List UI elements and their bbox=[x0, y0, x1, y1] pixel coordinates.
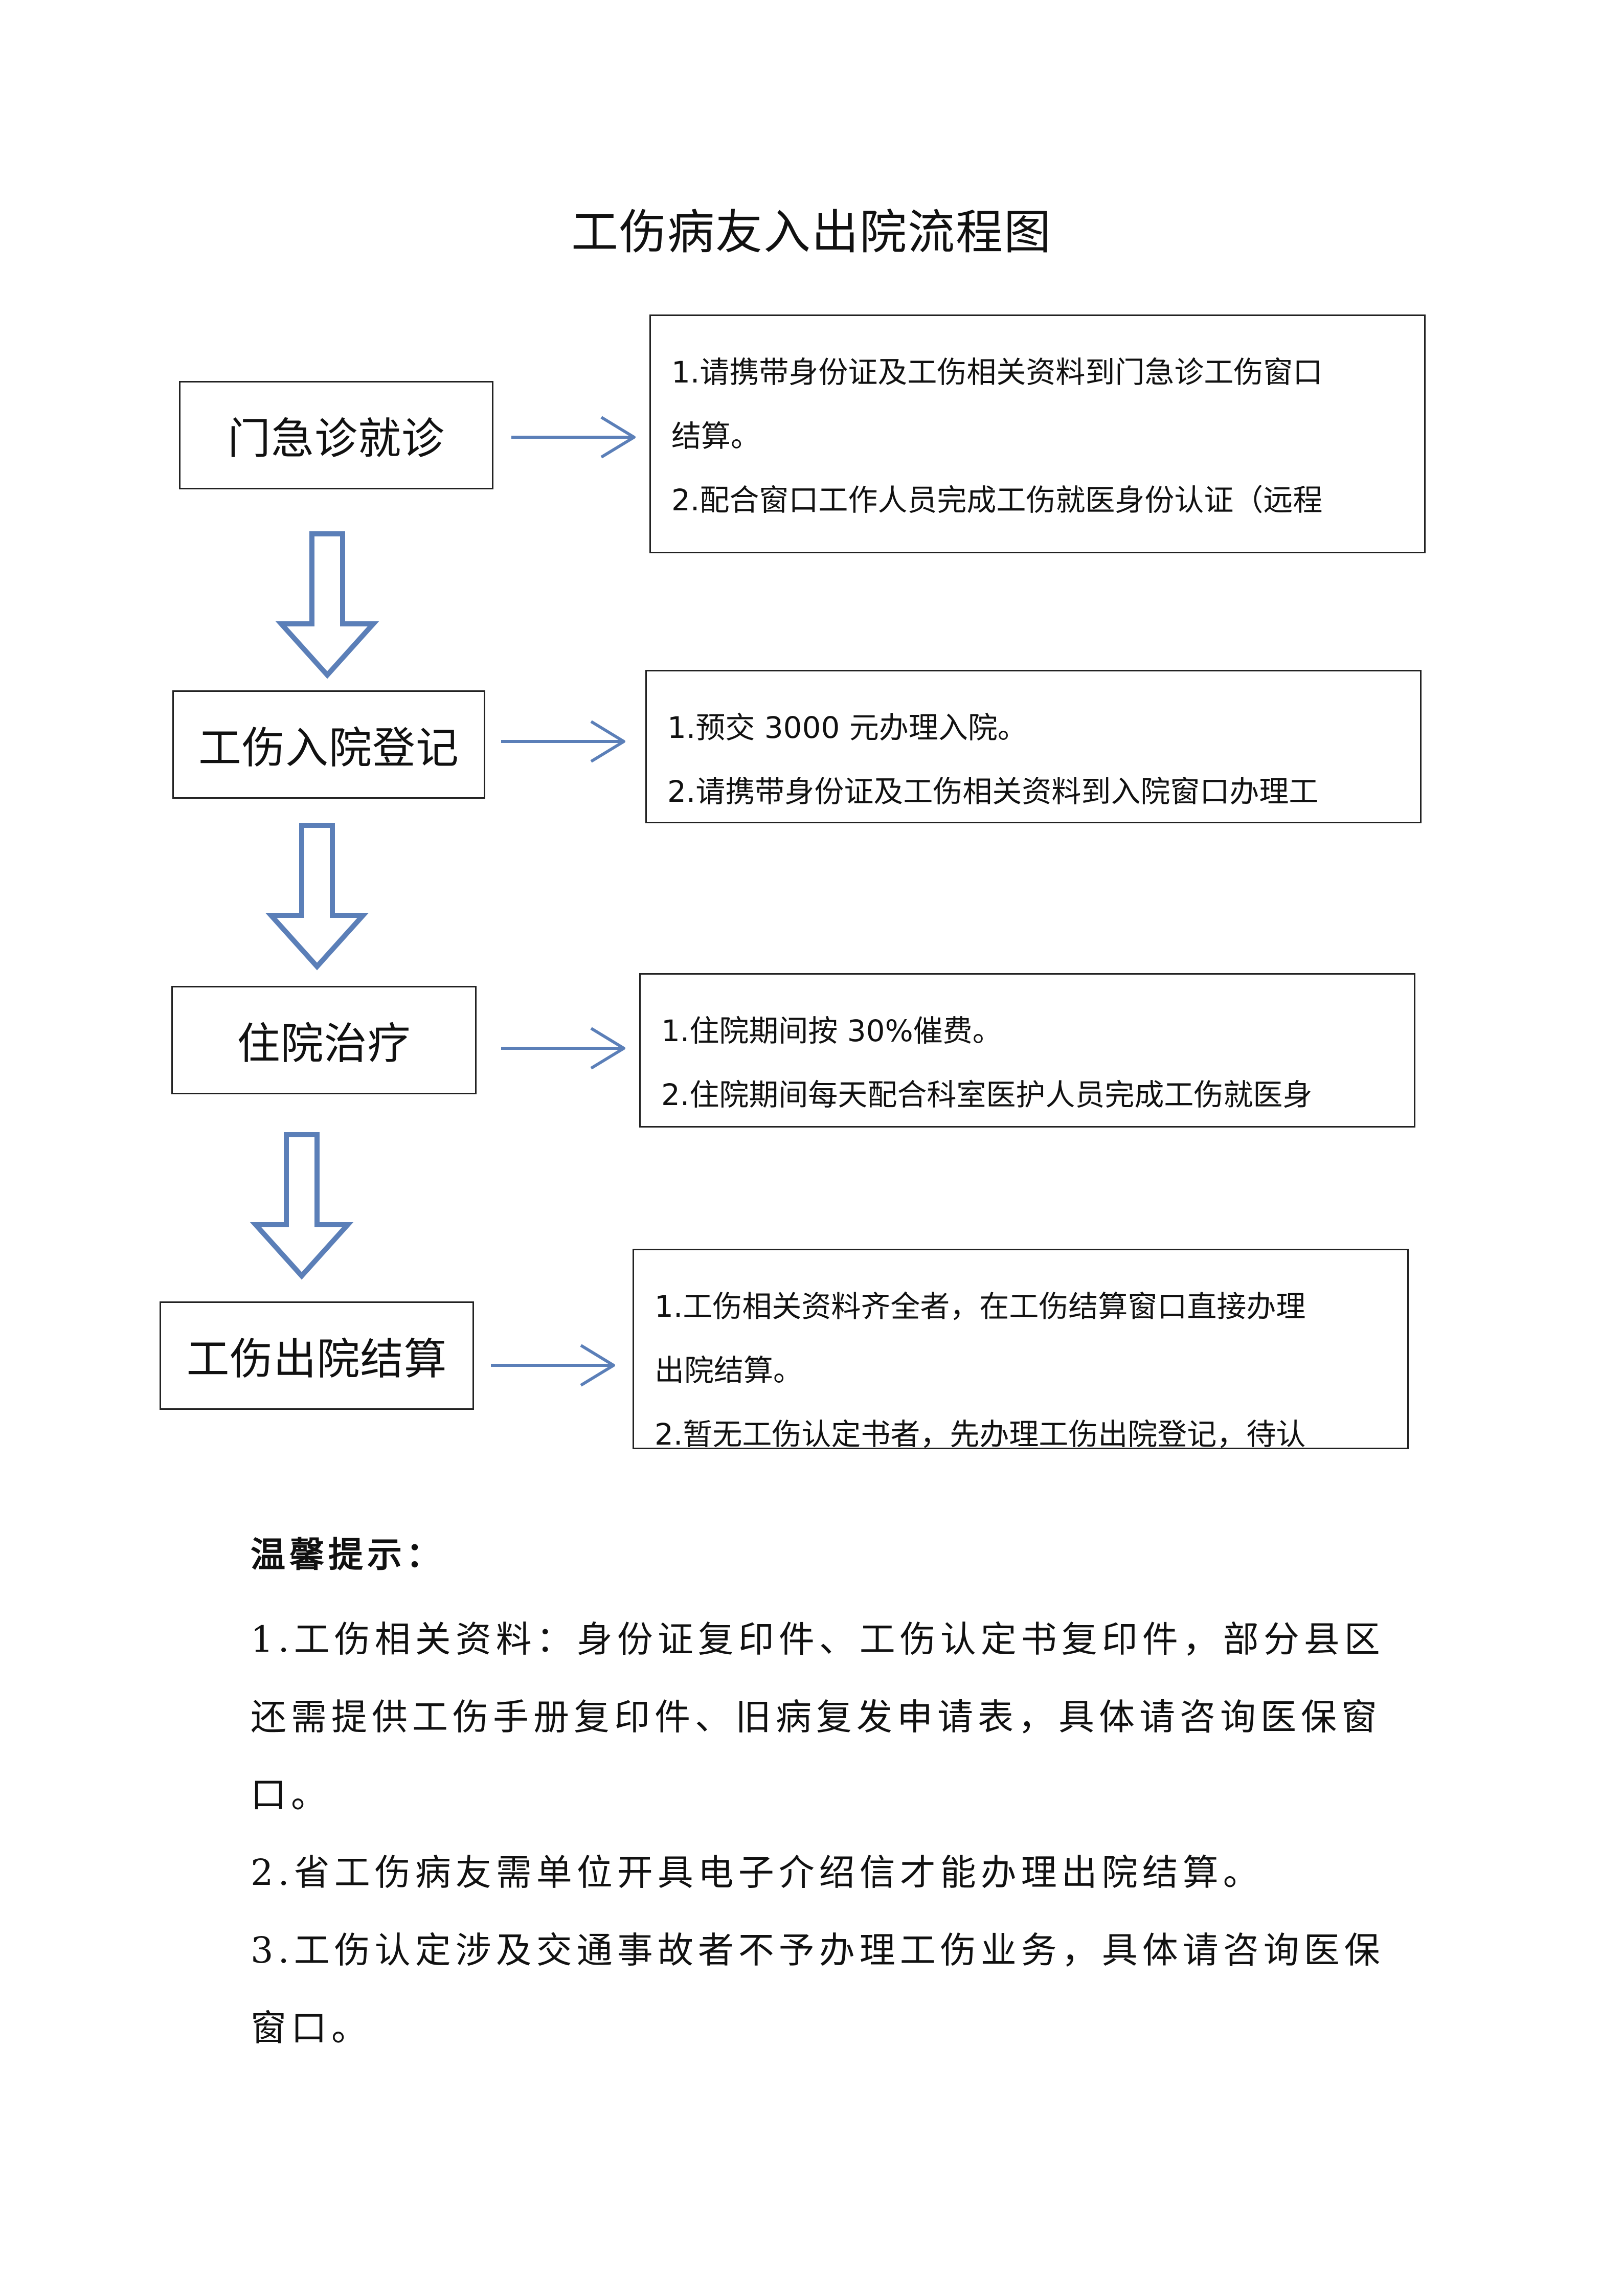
detail-line: 2.请携带身份证及工伤相关资料到入院窗口办理工 bbox=[667, 774, 1319, 809]
tip-item: 3.工伤认定涉及交通事故者不予办理工伤业务，具体请咨询医保窗口。 bbox=[251, 1929, 1385, 2049]
detail-line: 1.请携带身份证及工伤相关资料到门急诊工伤窗口 bbox=[671, 355, 1323, 390]
down-arrow-icon bbox=[265, 823, 369, 971]
step-outpatient-box: 门急诊就诊 bbox=[179, 381, 493, 489]
step-admission-box: 工伤入院登记 bbox=[172, 690, 485, 799]
step-label: 工伤入院登记 bbox=[198, 723, 459, 773]
tip-item: 1.工伤相关资料：身份证复印件、工伤认定书复印件，部分县区还需提供工伤手册复印件… bbox=[251, 1618, 1385, 1816]
right-arrow-icon bbox=[511, 416, 636, 459]
down-arrow-icon bbox=[275, 531, 379, 679]
tip-item: 2.省工伤病友需单位开具电子介绍信才能办理出院结算。 bbox=[251, 1852, 1264, 1894]
right-arrow-icon bbox=[501, 1027, 625, 1070]
right-arrow-icon bbox=[501, 720, 625, 763]
step-admission-details: 1.预交 3000 元办理入院。 2.请携带身份证及工伤相关资料到入院窗口办理工 bbox=[645, 670, 1422, 823]
detail-line: 1.住院期间按 30%催费。 bbox=[661, 1014, 1002, 1048]
step-label: 门急诊就诊 bbox=[227, 413, 445, 464]
page-title: 工伤病友入出院流程图 bbox=[571, 205, 1052, 260]
down-arrow-icon bbox=[250, 1132, 354, 1280]
detail-line: 结算。 bbox=[671, 419, 761, 454]
step-hospitalization-box: 住院治疗 bbox=[171, 986, 477, 1094]
right-arrow-icon bbox=[491, 1344, 615, 1387]
step-label: 工伤出院结算 bbox=[186, 1334, 447, 1384]
detail-line: 2.配合窗口工作人员完成工伤就医身份认证（远程 bbox=[671, 483, 1323, 517]
tips-list: 1.工伤相关资料：身份证复印件、工伤认定书复印件，部分县区还需提供工伤手册复印件… bbox=[251, 1601, 1401, 2067]
detail-line: 1.工伤相关资料齐全者，在工伤结算窗口直接办理 bbox=[655, 1289, 1306, 1324]
detail-line: 2.住院期间每天配合科室医护人员完成工伤就医身 bbox=[661, 1077, 1313, 1112]
step-hospitalization-details: 1.住院期间按 30%催费。 2.住院期间每天配合科室医护人员完成工伤就医身 bbox=[639, 973, 1415, 1128]
step-discharge-details: 1.工伤相关资料齐全者，在工伤结算窗口直接办理 出院结算。 2.暂无工伤认定书者… bbox=[633, 1249, 1409, 1449]
step-outpatient-details: 1.请携带身份证及工伤相关资料到门急诊工伤窗口 结算。 2.配合窗口工作人员完成… bbox=[649, 314, 1426, 553]
step-label: 住院治疗 bbox=[237, 1018, 411, 1069]
step-discharge-box: 工伤出院结算 bbox=[160, 1301, 474, 1410]
detail-line: 出院结算。 bbox=[655, 1353, 803, 1388]
detail-line: 1.预交 3000 元办理入院。 bbox=[667, 710, 1027, 745]
detail-line: 2.暂无工伤认定书者，先办理工伤出院登记，待认 bbox=[655, 1417, 1306, 1449]
tips-title: 温馨提示： bbox=[251, 1535, 445, 1575]
